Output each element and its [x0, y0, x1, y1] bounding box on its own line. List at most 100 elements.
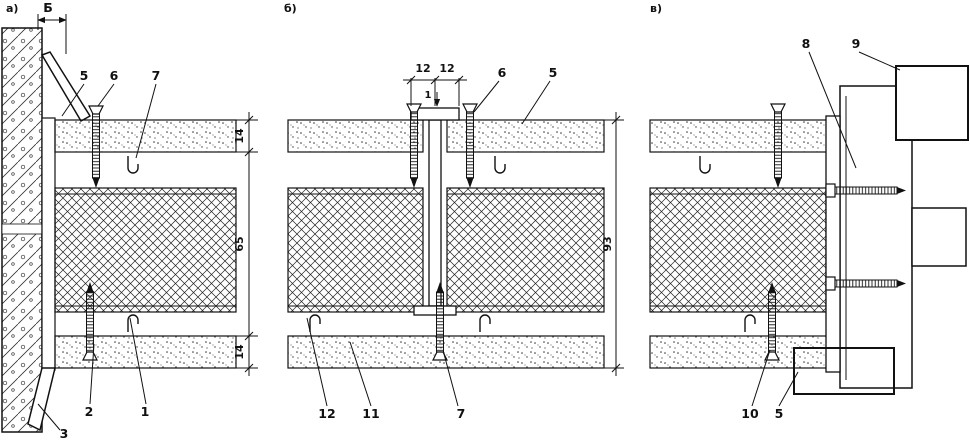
callout-9: 9 [852, 36, 861, 51]
screw-head [825, 183, 836, 198]
callout-5: 5 [775, 406, 784, 421]
screw-shaft [92, 113, 100, 179]
frame-sill-bracket [793, 347, 895, 395]
section-b-label: б) [284, 2, 297, 15]
callout-1: 1 [141, 404, 150, 419]
dim-12-right: 12 [439, 62, 454, 75]
callout-10: 10 [741, 406, 759, 421]
section-v-label: в) [650, 2, 662, 15]
dimension-93: 93 [601, 112, 624, 376]
clip-hooks [309, 156, 506, 332]
outer-skin-bottom [649, 335, 833, 369]
frame-stop-protrusion [911, 207, 967, 267]
insulation-core-left [287, 187, 424, 313]
screw-bottom-v [764, 282, 780, 361]
clip-hooks [127, 156, 139, 332]
screw-head [770, 103, 786, 113]
screw-bottom-b [432, 282, 448, 361]
callout-6: 6 [110, 68, 119, 83]
screw-shaft [834, 186, 898, 195]
screw-shaft [466, 111, 474, 179]
dimension-lines [236, 112, 258, 376]
insulation-core [54, 187, 237, 313]
panel-end-cap [825, 115, 841, 373]
outer-skin-top [54, 119, 237, 153]
core-facing-lines [288, 193, 604, 307]
screw-shaft [774, 111, 782, 179]
outer-skin-top-left [287, 119, 424, 153]
screw-shaft [436, 291, 444, 353]
joint-profile [410, 107, 460, 316]
width-extension-lines [37, 14, 67, 54]
wall-mortar-joint [1, 223, 43, 235]
screw-tip [466, 178, 474, 188]
section-a: а) Б 14 65 14 [1, 0, 258, 441]
callout-6: 6 [498, 65, 507, 80]
screw-tip [436, 282, 444, 292]
outer-skin-bottom [54, 335, 237, 369]
insulation-core [649, 187, 827, 313]
callout-7: 7 [457, 406, 466, 421]
callout-7: 7 [152, 68, 161, 83]
dimension-lines [604, 112, 624, 376]
core-facing-lines [55, 193, 236, 307]
screw-horizontal-upper [825, 183, 906, 198]
joint-foot [413, 305, 457, 316]
dim-bottom: 14 [233, 344, 246, 360]
screw-tip [897, 280, 906, 287]
dim-total: 93 [601, 236, 614, 251]
dimension-lines [403, 75, 467, 106]
screw-top-a [88, 105, 104, 188]
leader-lines [751, 51, 901, 407]
callout-8: 8 [802, 36, 811, 51]
screw-head [432, 351, 448, 361]
screw-shaft [86, 291, 94, 353]
callout-11: 11 [362, 406, 379, 421]
screw-top-v [770, 103, 786, 188]
screw-shaft [834, 279, 898, 288]
top-flashing [40, 51, 92, 123]
dim-middle: 65 [233, 236, 246, 251]
screw-tip [86, 282, 94, 292]
dim-12-left: 12 [415, 62, 430, 75]
dim-top: 14 [233, 128, 246, 144]
dimension-chain-a: 14 65 14 [233, 112, 258, 376]
callout-2: 2 [85, 404, 94, 419]
callout-5: 5 [549, 65, 558, 80]
callout-5: 5 [80, 68, 89, 83]
callout-1: 1 [425, 90, 432, 101]
screw-tip [897, 187, 906, 194]
width-marker-b: Б [37, 0, 67, 54]
leader-lines [306, 80, 551, 407]
screw-head [825, 276, 836, 291]
screw-tip [92, 178, 100, 188]
screw-tip [768, 282, 776, 292]
leader-lines [37, 83, 157, 431]
outer-skin-top [649, 119, 833, 153]
section-b: б) 12 12 [284, 2, 624, 421]
screw-top-right-b [462, 103, 478, 188]
screw-tip [410, 178, 418, 188]
frame-jamb-body [839, 85, 913, 389]
screw-head [88, 105, 104, 115]
core-facing-lines [650, 193, 826, 307]
width-marker-label: Б [43, 0, 53, 15]
callouts-b: 6 5 12 11 7 [306, 65, 558, 421]
callout-3: 3 [60, 426, 69, 441]
bottom-flashing [27, 367, 56, 432]
joint-web [428, 119, 442, 307]
panel-edge-trim [41, 117, 56, 371]
screw-shaft [768, 291, 776, 353]
callouts-v: 8 9 10 5 [741, 36, 901, 421]
callout-12: 12 [318, 406, 335, 421]
screw-horizontal-lower [825, 276, 906, 291]
dimension-12-12: 12 12 1 [403, 62, 467, 107]
callouts-a: 5 6 7 2 1 3 [37, 68, 161, 441]
screw-shaft [410, 111, 418, 179]
clip-hooks [699, 156, 756, 332]
section-v: в) [649, 2, 969, 421]
screw-tip [774, 178, 782, 188]
frame-head-bracket [895, 65, 969, 141]
